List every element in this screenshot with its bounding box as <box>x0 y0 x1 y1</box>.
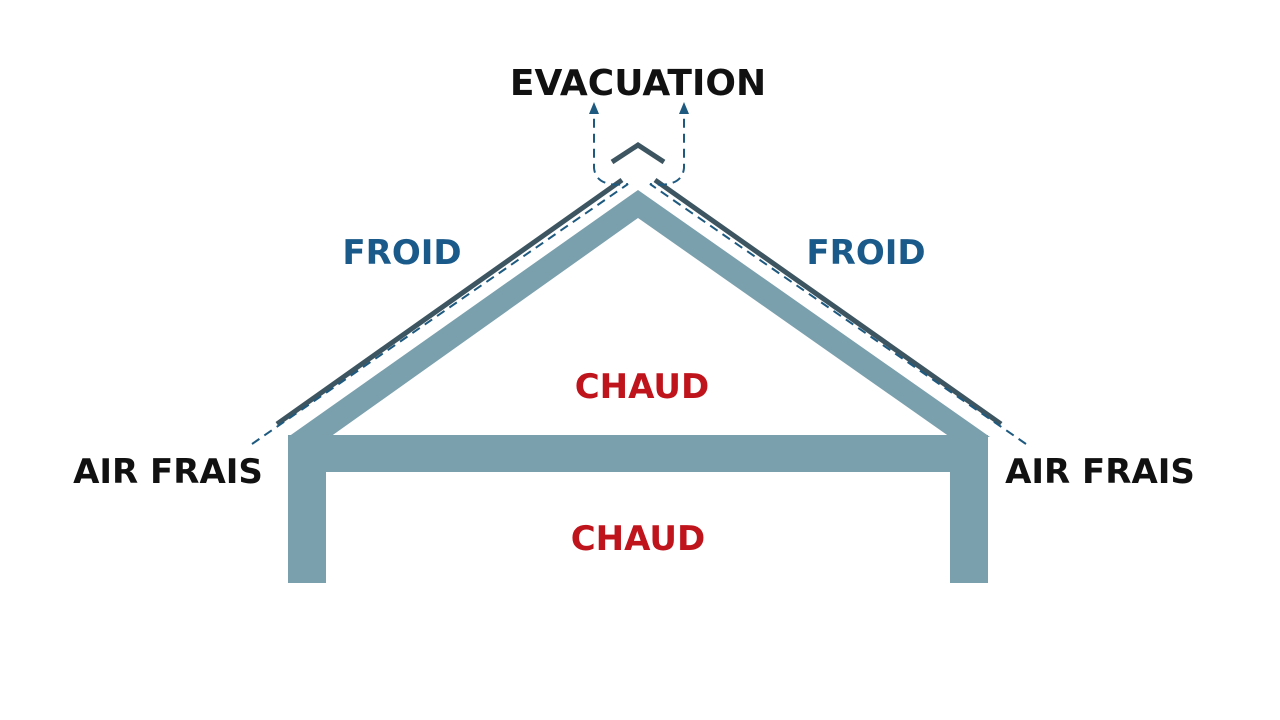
ceiling-joist <box>288 435 988 472</box>
label-warm-attic: CHAUD <box>575 367 710 407</box>
label-fresh-air-right: AIR FRAIS <box>1005 452 1195 492</box>
airflow-arrows <box>589 102 689 114</box>
roof-cover-right <box>653 177 1003 427</box>
roof-truss <box>288 190 990 437</box>
arrow-up-icon <box>679 102 689 114</box>
airflow-paths <box>251 112 1027 445</box>
ridge-vent-cap <box>610 142 666 165</box>
label-cold-left: FROID <box>342 233 461 273</box>
roof-cover-left <box>275 177 624 427</box>
label-fresh-air-left: AIR FRAIS <box>73 452 263 492</box>
roof-covering <box>275 142 1003 427</box>
label-cold-right: FROID <box>806 233 925 273</box>
airflow-left <box>251 112 629 445</box>
left-wall <box>288 435 326 583</box>
airflow-right <box>649 112 1027 445</box>
house-structure <box>288 190 990 583</box>
arrow-up-icon <box>589 102 599 114</box>
label-evacuation: EVACUATION <box>510 63 766 104</box>
right-wall <box>950 435 988 583</box>
label-warm-room: CHAUD <box>571 519 706 559</box>
